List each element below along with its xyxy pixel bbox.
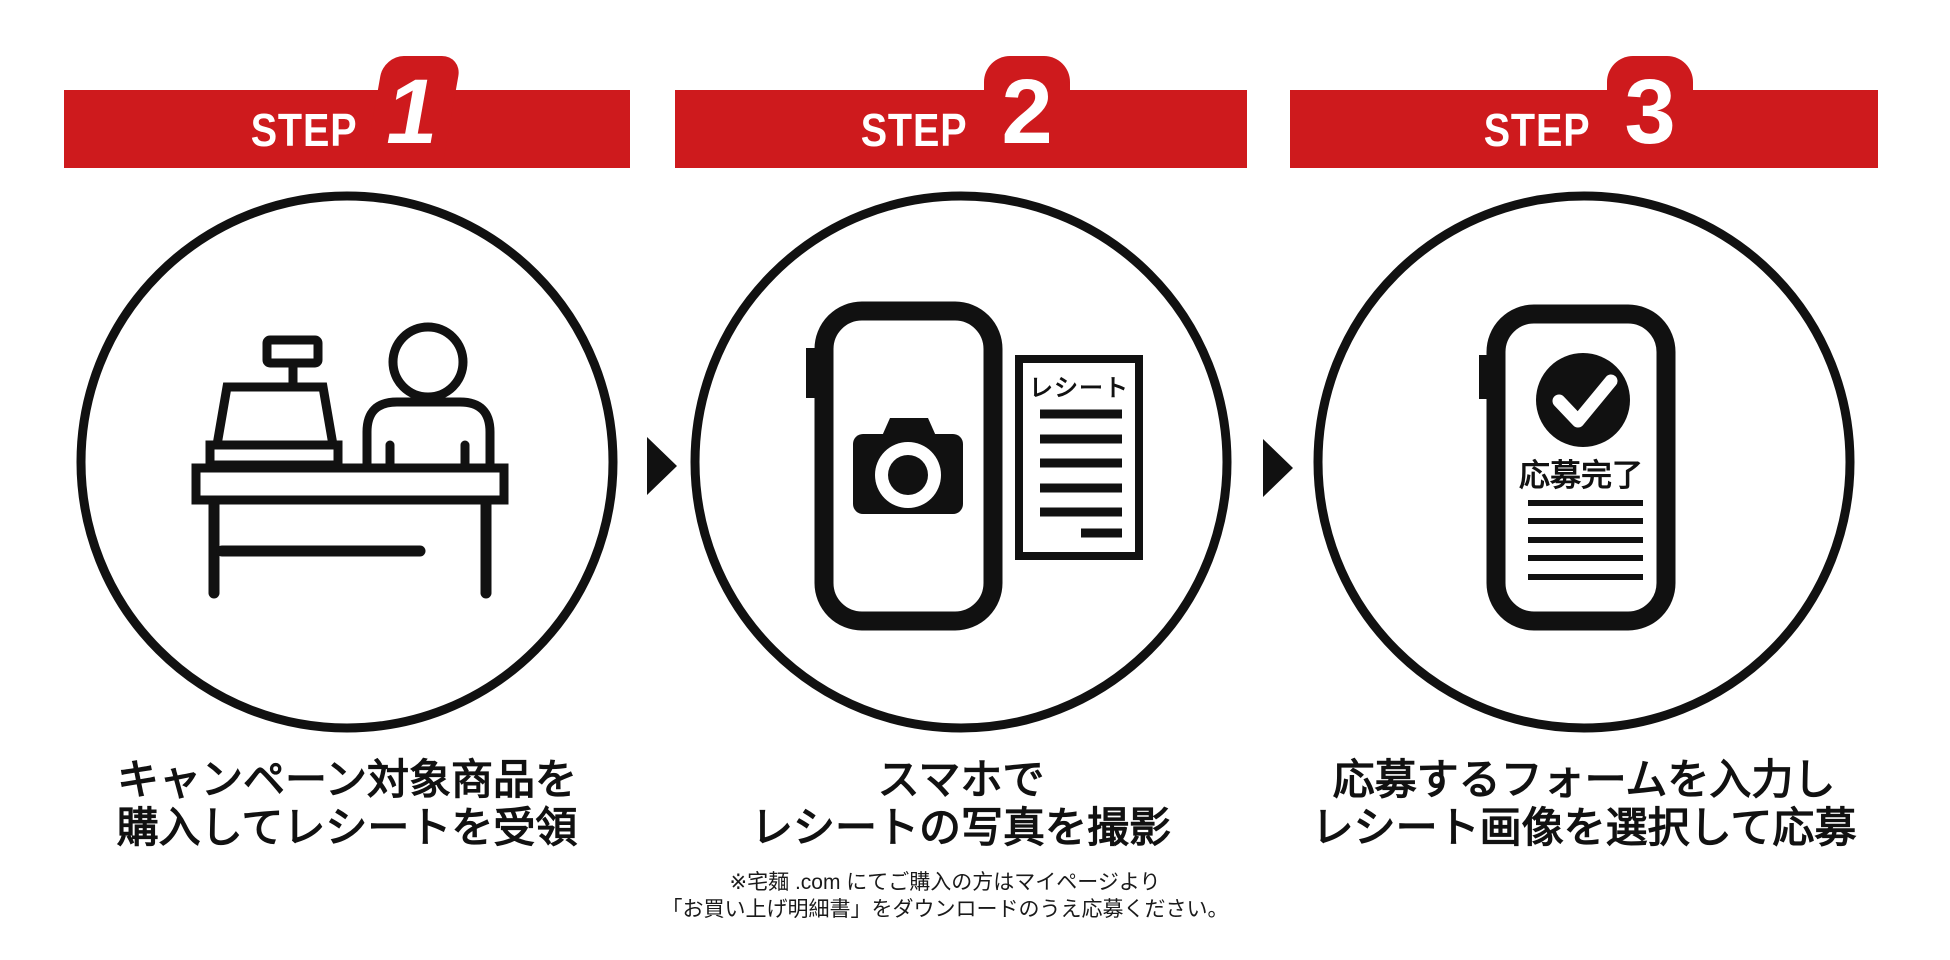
person-body (362, 397, 495, 466)
step2-caption-line2: レシートの写真を撮影 (750, 804, 1171, 851)
step1-number: 1 (378, 61, 448, 163)
step3-caption: 応募するフォームを入力し レシート画像を選択して応募 (1290, 756, 1878, 852)
step3-number-bubble: 3 (1607, 56, 1694, 168)
step2-caption: スマホで レシートの写真を撮影 (675, 756, 1247, 852)
smartphone-check-icon (1313, 191, 1855, 733)
register-body (211, 382, 339, 450)
camera-lens (888, 455, 928, 495)
step3-label: STEP (1483, 104, 1591, 156)
step1-banner: STEP 1 (64, 56, 630, 168)
arrow-right-icon (1263, 439, 1293, 497)
footnote-line1: ※宅麺 .com にてご購入の方はマイページより (729, 871, 1161, 894)
step3-number: 3 (1624, 61, 1676, 163)
entry-complete-label: 応募完了 (1519, 458, 1643, 493)
step2-number: 2 (1001, 61, 1053, 163)
camera-bump (882, 418, 936, 436)
step2-number-bubble: 2 (984, 56, 1071, 168)
step1-caption-line2: 購入してレシートを受領 (116, 804, 578, 851)
step1-caption: キャンペーン対象商品を 購入してレシートを受領 (64, 756, 630, 852)
step3-banner: STEP 3 (1290, 56, 1878, 168)
receipt-title: レシート (1029, 375, 1129, 402)
person-head (388, 322, 468, 402)
arrow-right-icon (647, 437, 677, 495)
counter-top (191, 463, 509, 505)
checkmark-icon (1552, 374, 1618, 428)
step1-number-bubble: 1 (364, 56, 462, 168)
step1-label: STEP (250, 104, 358, 156)
step1-circle (76, 191, 618, 733)
step2-caption-line1: スマホで (877, 756, 1045, 803)
footnote-line2: 「お買い上げ明細書」をダウンロードのうえ応募ください。 (661, 898, 1229, 921)
step3-caption-line2: レシート画像を選択して応募 (1311, 804, 1857, 851)
cash-register-icon (76, 191, 618, 733)
arrow-right-triangle (647, 437, 677, 495)
register-display (262, 335, 323, 368)
smartphone-camera-receipt-icon (690, 191, 1232, 733)
step2-banner: STEP 2 (675, 56, 1247, 168)
step1-caption-line1: キャンペーン対象商品を (117, 756, 577, 803)
step2-label: STEP (860, 104, 968, 156)
step3-caption-line1: 応募するフォームを入力し (1332, 756, 1836, 803)
arrow-right-triangle (1263, 439, 1293, 497)
footnote: ※宅麺 .com にてご購入の方はマイページより 「お買い上げ明細書」をダウンロ… (645, 869, 1245, 923)
register-base (205, 440, 343, 470)
check-badge (1536, 353, 1630, 447)
receipt-icon (1015, 355, 1143, 560)
